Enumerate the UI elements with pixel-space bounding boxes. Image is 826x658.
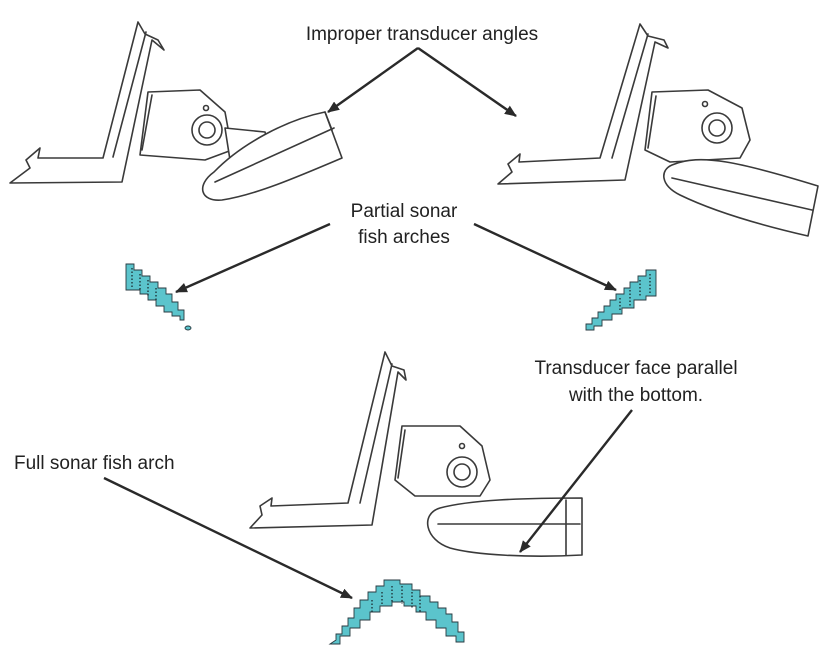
arrow-full-arch — [103, 476, 353, 600]
label-partial-arches-line2: fish arches — [358, 227, 450, 248]
arrow-improper-right — [417, 47, 517, 117]
transducer-body — [426, 497, 583, 557]
arrow-parallel — [519, 409, 633, 553]
mounting-bracket — [497, 23, 669, 185]
full-arch — [328, 579, 465, 645]
arrow-partial-left — [175, 222, 331, 294]
transducer-bottom-parallel — [249, 351, 583, 557]
label-parallel-line2: with the bottom. — [568, 385, 703, 406]
transducer-top-left — [9, 21, 343, 201]
mounting-bracket — [9, 21, 165, 184]
mounting-bracket — [249, 351, 407, 529]
label-full-arch: Full sonar fish arch — [14, 453, 175, 474]
partial-arch-left — [125, 263, 192, 331]
arrows — [103, 47, 633, 600]
label-partial-arches-line1: Partial sonar — [351, 201, 458, 222]
bracket-plate — [644, 89, 751, 163]
label-parallel-line1: Transducer face parallel — [534, 358, 737, 379]
arrow-partial-right — [473, 222, 617, 292]
transducer-body — [663, 158, 819, 237]
arrow-improper-left — [327, 47, 419, 113]
label-improper-angles: Improper transducer angles — [306, 24, 538, 45]
transducer-top-right — [497, 23, 819, 237]
partial-arch-right — [585, 269, 657, 331]
bracket-plate — [394, 425, 491, 497]
